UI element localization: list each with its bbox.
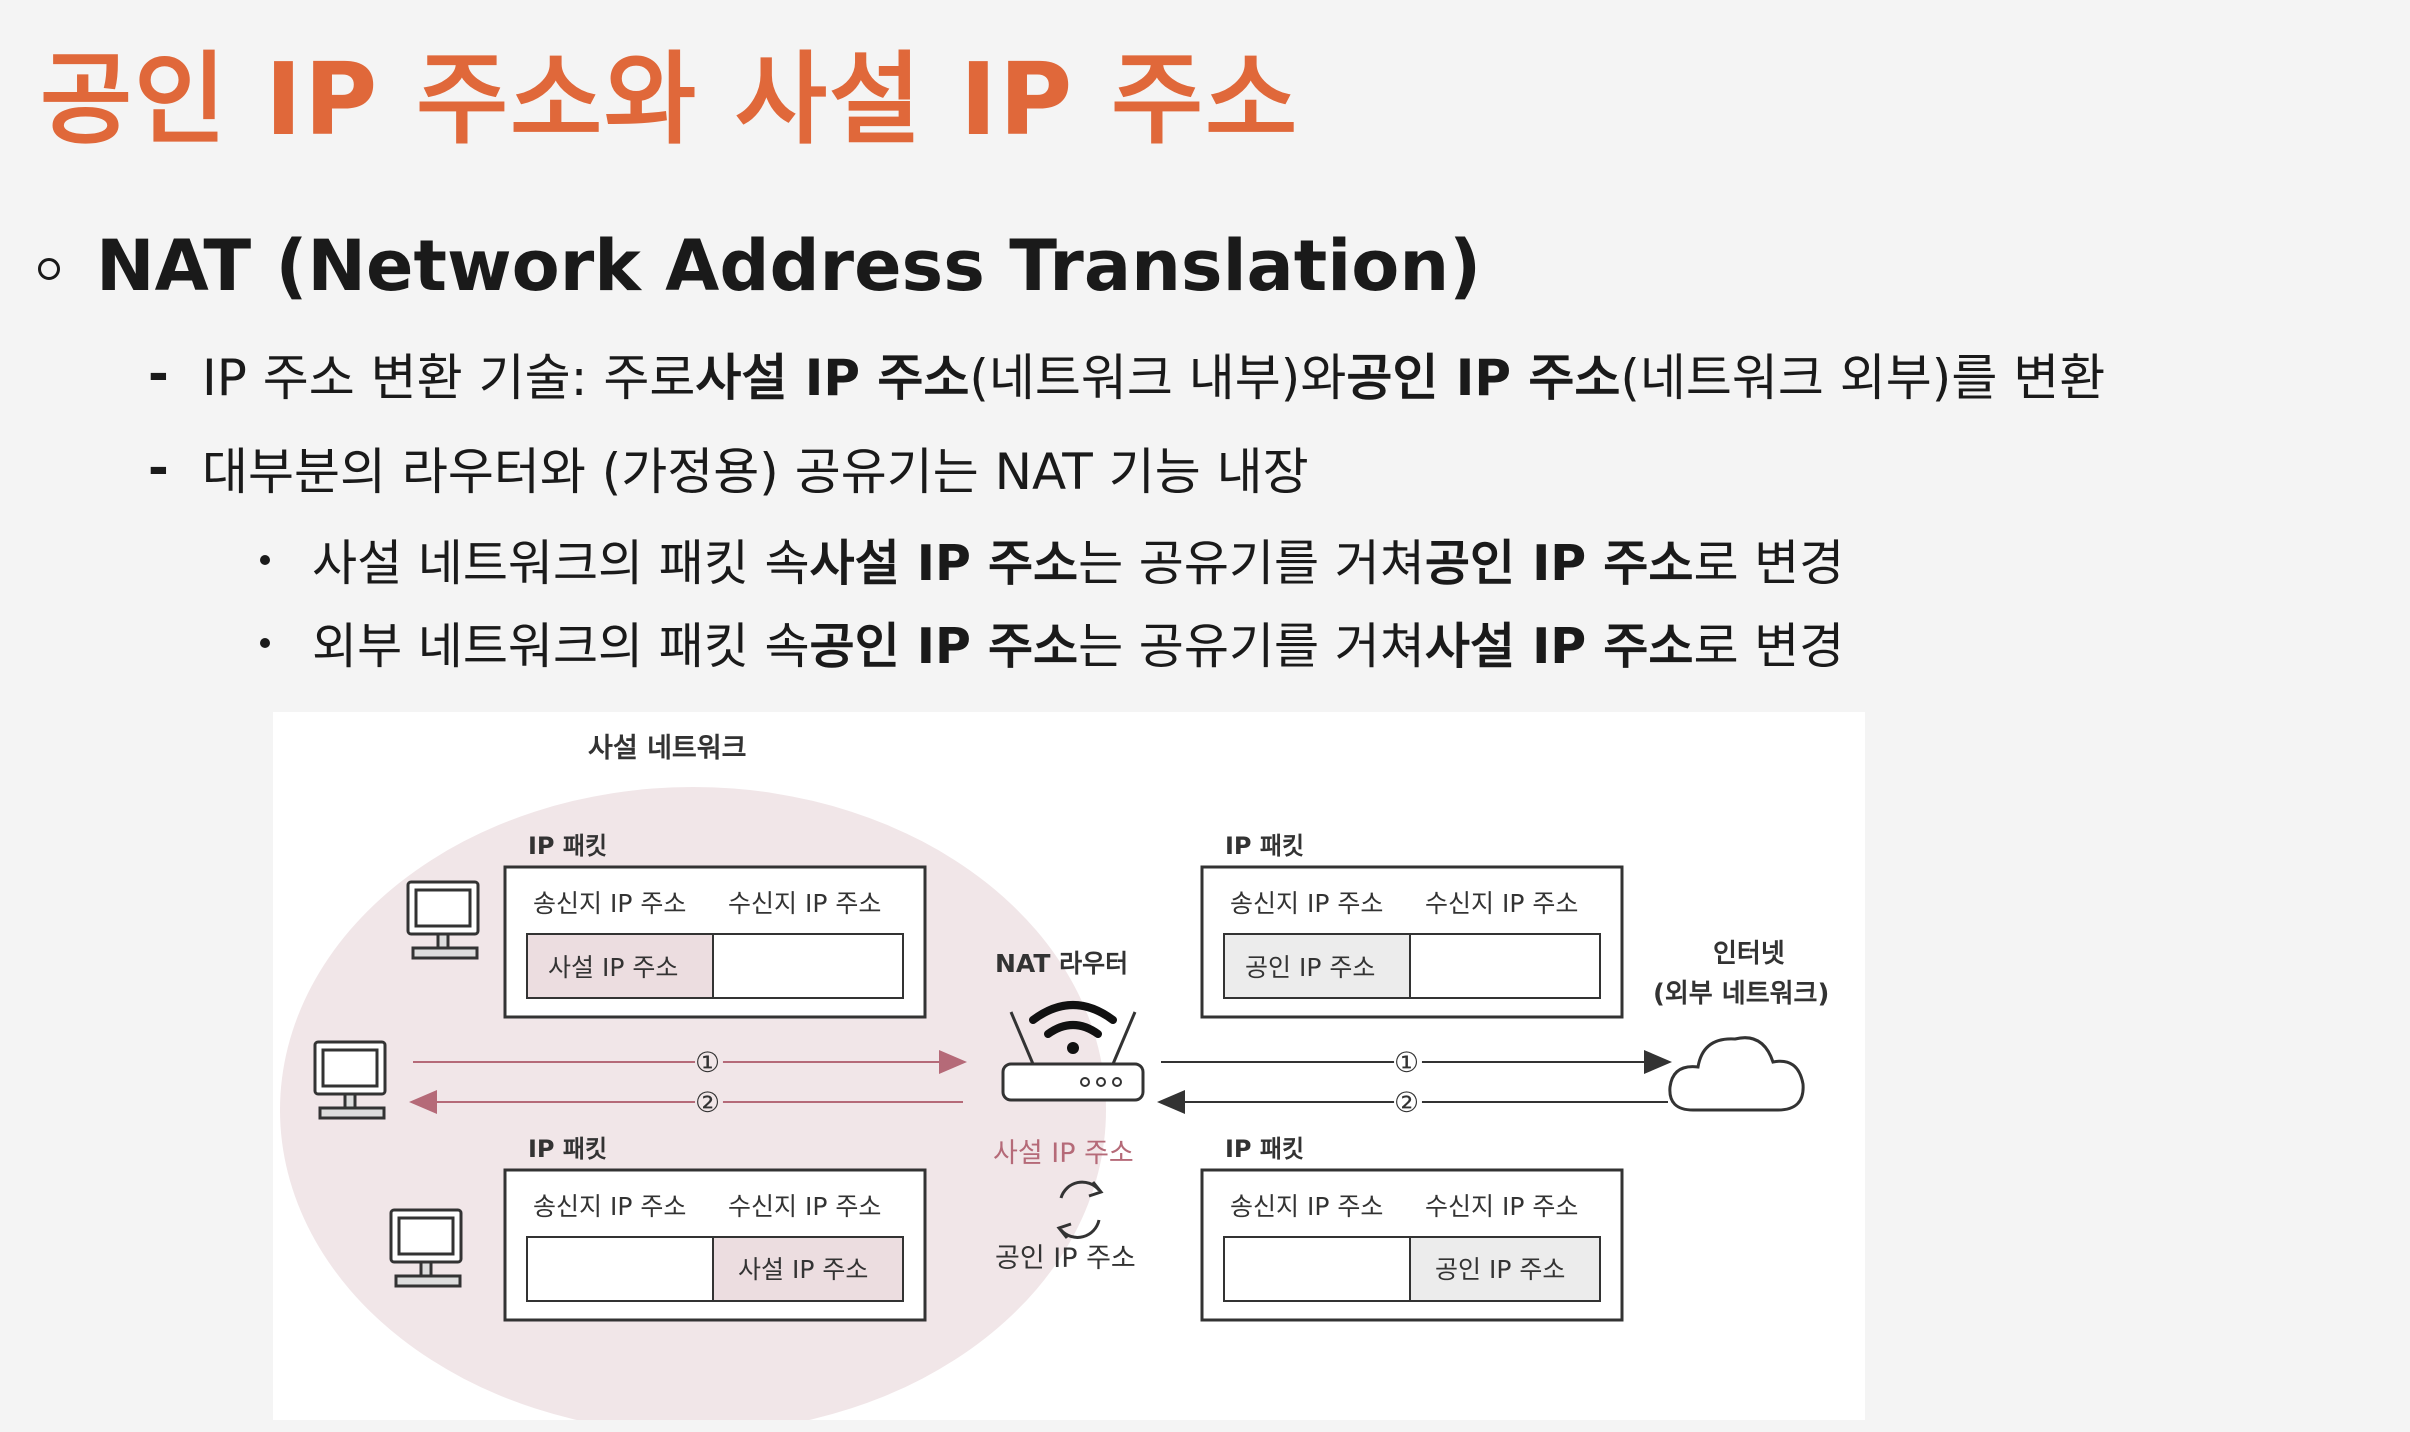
step-1-label: ① [1394,1046,1419,1079]
wifi-icon [1029,1001,1117,1054]
heading-text: NAT (Network Address Translation) [96,225,1482,307]
src-header: 송신지 IP 주소 [1230,1192,1383,1221]
bold-private-ip: 사설 IP 주소 [1424,618,1694,675]
private-network-label: 사설 네트워크 [588,733,746,764]
step-1-label: ① [695,1046,720,1079]
internet-label: 인터넷 [1713,939,1785,969]
src-cell [526,1236,714,1302]
ip-packet-label: IP 패킷 [1225,832,1304,860]
ip-packet-label: IP 패킷 [1225,1135,1304,1163]
page-title: 공인 IP 주소와 사설 IP 주소 [40,41,1300,158]
router-private-ip: 사설 IP 주소 [993,1138,1134,1169]
text-part: 는 공유기를 거쳐 [1078,535,1425,592]
bullet-nat-definition: - IP 주소 변환 기술: 주로 사설 IP 주소(네트워크 내부)와 공인 … [148,338,2105,410]
nat-diagram-svg: 사설 네트워크 IP 패킷 송신지 IP 주소 수신지 IP 주소 사설 IP … [280,733,1829,1420]
step-2-label: ② [695,1086,720,1119]
dst-cell-value: 공인 IP 주소 [1435,1255,1565,1284]
dst-header: 수신지 IP 주소 [728,1192,881,1221]
dst-header: 수신지 IP 주소 [728,889,881,918]
text-part: 는 공유기를 거쳐 [1078,618,1425,675]
bold-public-ip: 공인 IP 주소 [1346,349,1621,407]
text-part: 로 변경 [1693,535,1845,592]
dst-cell-value: 사설 IP 주소 [738,1255,868,1284]
ip-packet-label: IP 패킷 [528,832,607,860]
src-cell-value: 공인 IP 주소 [1245,953,1375,982]
bold-private-ip: 사설 IP 주소 [695,349,970,407]
text-part: IP 주소 변환 기술: 주로 [202,349,696,407]
src-cell [526,933,714,999]
router-icon [1001,1011,1145,1102]
router-label: NAT 라우터 [995,949,1128,978]
dash-marker: - [148,345,169,403]
convert-cycle-icon [1056,1180,1104,1239]
text-part: 대부분의 라우터와 (가정용) 공유기는 NAT 기능 내장 [202,443,1309,501]
cloud-icon [1668,1036,1805,1112]
step-2-label: ② [1394,1086,1419,1119]
dash-marker: - [148,439,169,497]
src-cell [1223,1236,1411,1302]
dst-header: 수신지 IP 주소 [1425,889,1578,918]
text-part: (네트워크 외부)를 변환 [1620,349,2106,407]
src-cell-value: 사설 IP 주소 [548,953,678,982]
hollow-bullet-icon [38,258,60,280]
section-heading: NAT (Network Address Translation) [38,225,1481,307]
dst-cell [1409,1236,1601,1302]
dst-header: 수신지 IP 주소 [1425,1192,1578,1221]
bold-public-ip: 공인 IP 주소 [1424,535,1694,592]
text-part: 외부 네트워크의 패킷 속 [312,618,810,675]
dst-cell [712,933,904,999]
dst-cell [1409,933,1601,999]
text-part: 로 변경 [1693,618,1845,675]
src-cell [1223,933,1411,999]
bold-public-ip: 공인 IP 주소 [809,618,1079,675]
internet-sublabel: (외부 네트워크) [1653,979,1829,1009]
computer-icon [313,1040,387,1120]
computer-icon [406,880,480,960]
src-header: 송신지 IP 주소 [1230,889,1383,918]
text-part: (네트워크 내부)와 [969,349,1347,407]
src-header: 송신지 IP 주소 [533,889,686,918]
src-header: 송신지 IP 주소 [533,1192,686,1221]
dst-cell [712,1236,904,1302]
bold-private-ip: 사설 IP 주소 [809,535,1079,592]
bullet-router-nat: - 대부분의 라우터와 (가정용) 공유기는 NAT 기능 내장 [148,432,1309,504]
text-part: 사설 네트워크의 패킷 속 [312,535,810,592]
dot-bullet-icon [260,637,270,648]
ip-packet-label: IP 패킷 [528,1135,607,1163]
nat-diagram: 사설 네트워크 IP 패킷 송신지 IP 주소 수신지 IP 주소 사설 IP … [273,712,1865,1420]
dot-bullet-icon [260,554,270,565]
router-public-ip: 공인 IP 주소 [995,1243,1136,1274]
computer-icon [389,1208,463,1288]
